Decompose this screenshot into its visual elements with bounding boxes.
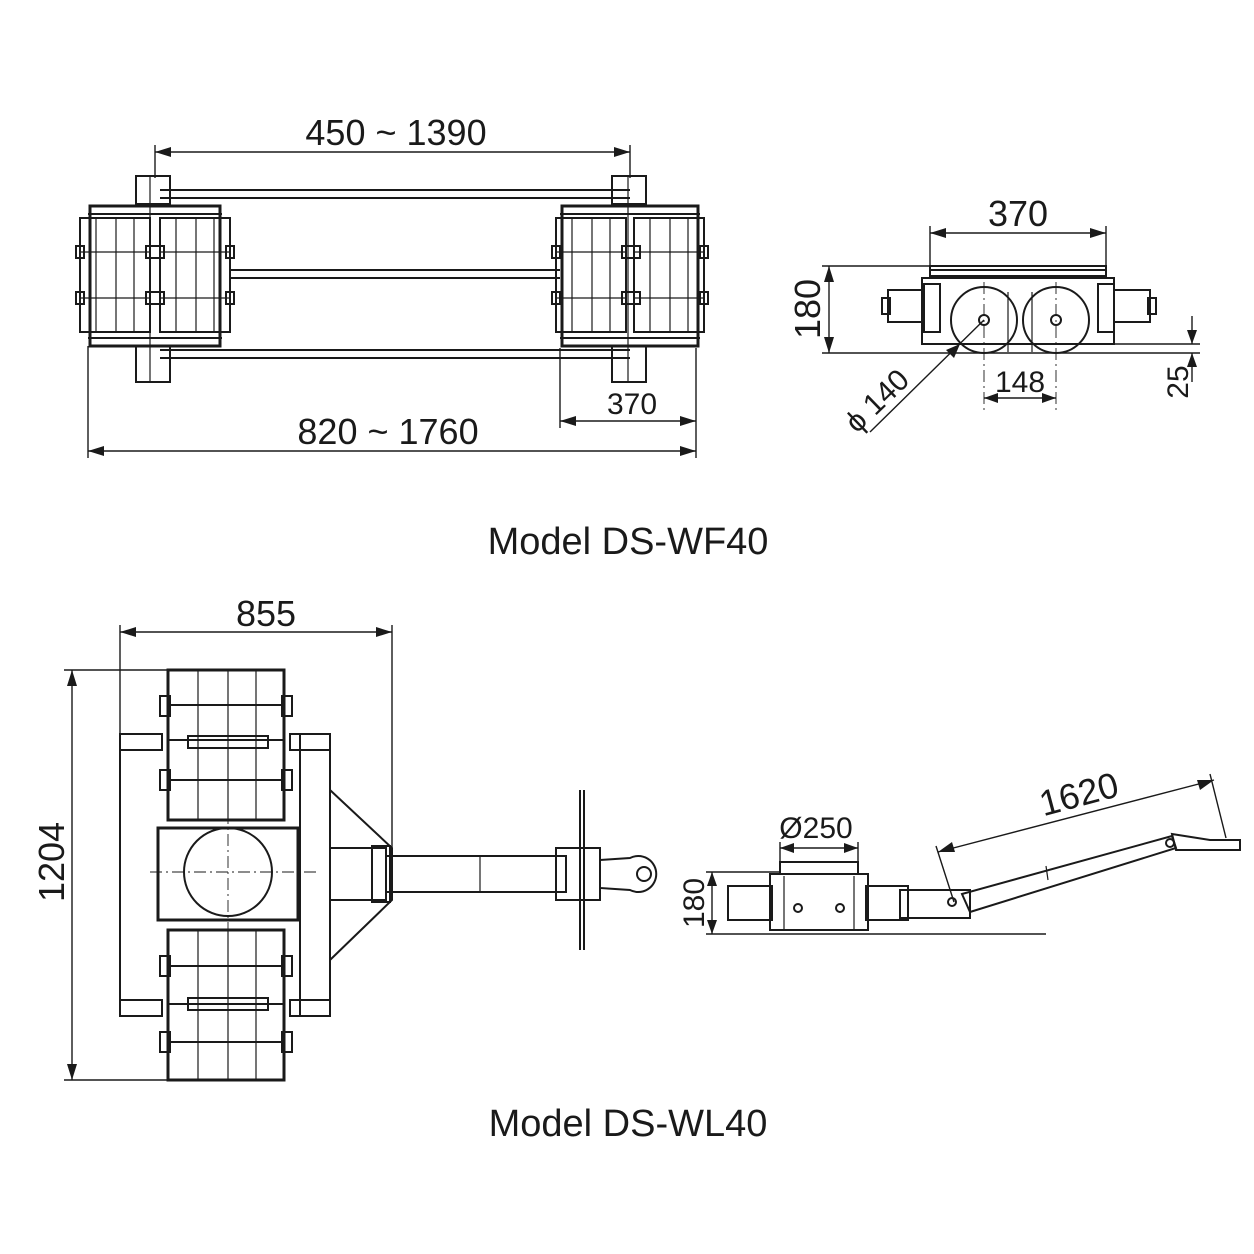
wl40-width-dimension: 855 xyxy=(119,593,393,848)
wl40-plate-diameter-label: Ø250 xyxy=(779,812,852,845)
wf40-overall-label: 820 ~ 1760 xyxy=(297,411,478,452)
wl40-length-label: 1204 xyxy=(31,822,72,902)
wf40-right-roller-module xyxy=(551,175,709,383)
wl40-caption: Model DS-WL40 xyxy=(489,1103,768,1145)
wl40-lower-roller-module xyxy=(159,928,293,1082)
wf40-span-dimension: 450 ~ 1390 xyxy=(154,112,631,178)
wf40-side-width-label: 370 xyxy=(988,193,1048,234)
wl40-width-label: 855 xyxy=(236,593,296,634)
wf40-top-view: 450 ~ 1390 370 820 ~ 1760 xyxy=(75,112,709,458)
wf40-clearance-label: 25 xyxy=(1162,365,1195,398)
wf40-module-width-dimension: 370 xyxy=(559,348,697,458)
wl40-handle xyxy=(960,834,1178,914)
wf40-caption: Model DS-WF40 xyxy=(488,521,769,563)
wf40-side-height-label: 180 xyxy=(787,279,828,339)
wl40-top-view xyxy=(119,668,658,1082)
wl40-handle-length-label: 1620 xyxy=(1035,764,1123,824)
wl40-upper-roller-module xyxy=(159,668,293,822)
wf40-side-view: 370 180 148 25 ϕ 140 xyxy=(787,193,1200,439)
wf40-overall-dimension: 820 ~ 1760 xyxy=(87,346,696,458)
wl40-length-dimension: 1204 xyxy=(31,669,168,1081)
wf40-span-label: 450 ~ 1390 xyxy=(305,112,486,153)
wf40-left-roller-module xyxy=(75,175,235,383)
wf40-wheel-pitch-label: 148 xyxy=(995,366,1045,399)
wf40-wheel-diameter-label: ϕ 140 xyxy=(839,363,916,439)
wl40-side-view: 180 Ø250 1620 xyxy=(678,764,1241,935)
wl40-height-label: 180 xyxy=(678,878,711,928)
wf40-module-width-label: 370 xyxy=(607,388,657,421)
